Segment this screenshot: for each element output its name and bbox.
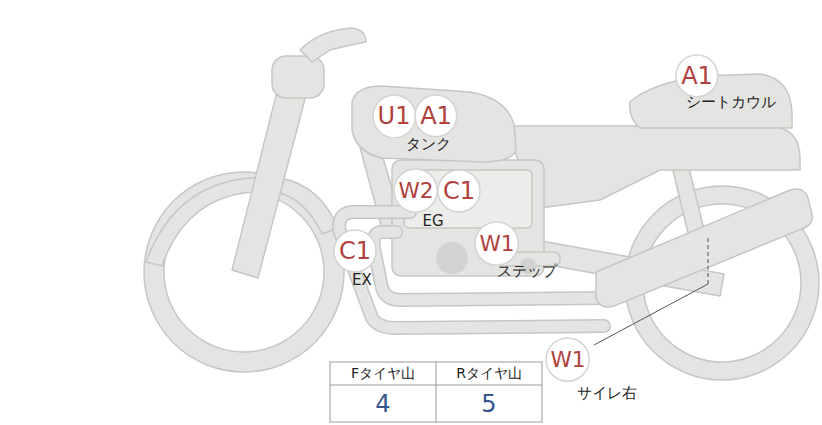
table-value: 5 <box>481 391 496 417</box>
circle-shape <box>415 95 457 137</box>
part-label: ステップ <box>497 263 557 280</box>
callout-number: A1 <box>681 64 713 88</box>
front-fork <box>232 72 310 278</box>
fuel-tank <box>352 86 516 162</box>
callout-circle: W2 <box>393 168 438 213</box>
leader-line <box>594 284 708 345</box>
circle-shape <box>475 222 518 265</box>
tyre-table <box>330 362 542 422</box>
muffler <box>596 189 812 307</box>
callout-number: W1 <box>550 349 585 371</box>
callout-circle: U1 <box>372 94 417 139</box>
table-header: Rタイヤ山 <box>456 366 522 381</box>
part-label: サイレ右 <box>577 385 637 402</box>
circle-shape <box>394 169 437 212</box>
callout-circle: W1 <box>545 337 590 382</box>
callout-number: C1 <box>443 179 475 203</box>
part-label: タンク <box>406 136 451 153</box>
callout-circle: W1 <box>474 221 519 266</box>
exhaust-pipe <box>339 212 604 328</box>
callout-number: W2 <box>398 180 433 202</box>
circle-shape <box>676 55 718 97</box>
side-panel <box>505 126 800 208</box>
leader-line <box>708 238 709 284</box>
callout-number: A1 <box>420 104 452 128</box>
handlebar <box>300 28 366 62</box>
circle-shape <box>334 230 376 272</box>
callout-circle: A1 <box>675 54 719 98</box>
callout-circle: C1 <box>437 169 481 213</box>
callout-number: U1 <box>378 104 411 128</box>
headlight <box>272 56 324 98</box>
table-header: Fタイヤ山 <box>351 366 415 381</box>
circle-shape <box>546 338 589 381</box>
circle-shape <box>438 170 480 212</box>
exhaust-pipe <box>374 232 604 300</box>
callout-circle: C1 <box>333 229 377 273</box>
circle-shape <box>373 95 416 138</box>
callout-number: W1 <box>479 233 514 255</box>
engine-cover <box>436 242 468 274</box>
callout-number: C1 <box>339 239 371 263</box>
part-label: シートカウル <box>686 94 776 111</box>
part-label: EG <box>422 213 443 230</box>
table-value: 4 <box>375 391 390 417</box>
part-label: EX <box>352 272 372 289</box>
callout-circle: A1 <box>414 94 458 138</box>
